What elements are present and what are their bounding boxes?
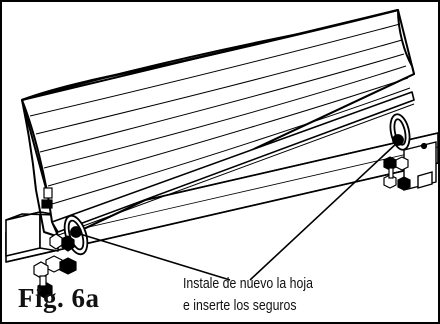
callout-line-1: Instale de nuevo la hoja (183, 275, 313, 292)
right-mount-bracket (403, 141, 437, 191)
hardware-bolts (33, 142, 428, 299)
callout-leaders (79, 141, 399, 281)
snow-blade (21, 8, 415, 241)
right-lock-pin (389, 113, 411, 151)
figure-label: Fig. 6a (18, 283, 100, 313)
callout-line-2: e inserte los seguros (183, 297, 297, 314)
